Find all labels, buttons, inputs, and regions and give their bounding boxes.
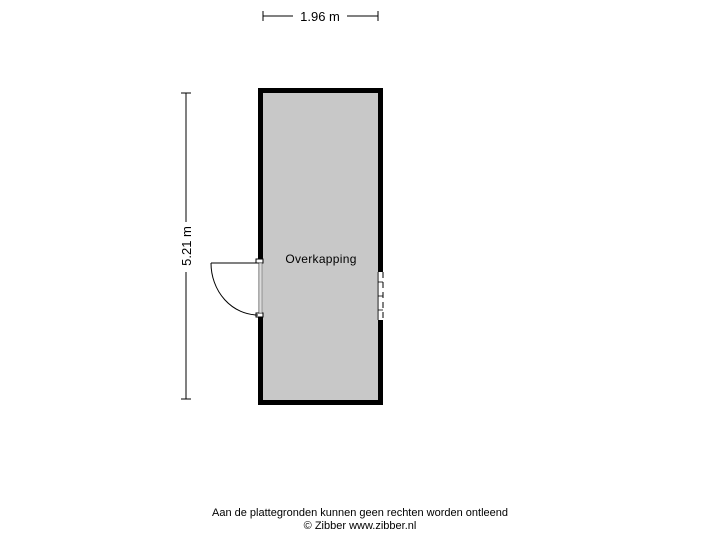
door-left bbox=[210, 258, 264, 318]
width-dimension: 1.96 m bbox=[262, 9, 379, 24]
height-label: 5.21 m bbox=[179, 226, 194, 266]
disclaimer-text: Aan de plattegronden kunnen geen rechten… bbox=[211, 507, 508, 519]
height-dimension: 5.21 m bbox=[179, 92, 194, 400]
window-right bbox=[377, 272, 384, 320]
room-floor bbox=[263, 93, 378, 400]
copyright-text: © Zibber www.zibber.nl bbox=[303, 520, 417, 532]
width-label: 1.96 m bbox=[300, 9, 340, 24]
room-label: Overkapping bbox=[285, 252, 356, 266]
